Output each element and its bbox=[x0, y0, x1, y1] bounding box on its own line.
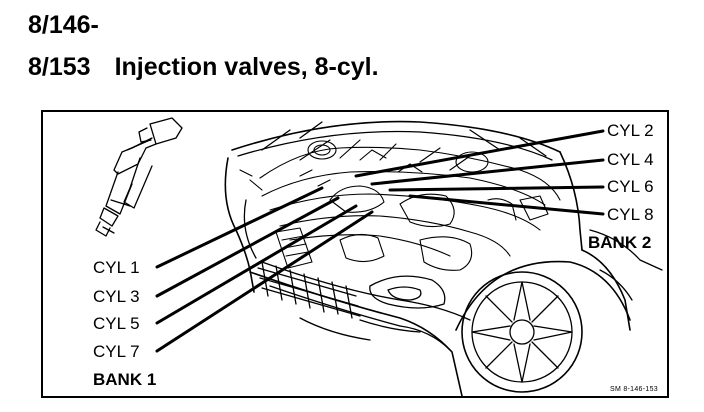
diagram-frame bbox=[41, 110, 669, 398]
figure-code: SM 8-146-153 bbox=[610, 386, 658, 393]
label-cyl-6: CYL 6 bbox=[607, 177, 654, 196]
label-cyl-5: CYL 5 bbox=[93, 314, 140, 333]
label-cyl-1: CYL 1 bbox=[93, 258, 140, 277]
page-title: 8/153 Injection valves, 8-cyl. bbox=[28, 52, 379, 82]
label-cyl-2: CYL 2 bbox=[607, 121, 654, 140]
label-cyl-7: CYL 7 bbox=[93, 342, 140, 361]
label-cyl-3: CYL 3 bbox=[93, 287, 140, 306]
section-number: 8/146- bbox=[28, 11, 99, 39]
label-cyl-4: CYL 4 bbox=[607, 150, 654, 169]
label-bank-2: BANK 2 bbox=[588, 233, 652, 252]
injector-valve-drawing bbox=[95, 117, 183, 237]
bonnet-drawing bbox=[231, 120, 561, 161]
label-cyl-8: CYL 8 bbox=[607, 205, 654, 224]
label-bank-1: BANK 1 bbox=[93, 370, 157, 389]
title-text: Injection valves, 8-cyl. bbox=[114, 53, 379, 81]
leader-lines bbox=[155, 129, 605, 353]
section-range-end: 8/153 bbox=[28, 53, 91, 81]
